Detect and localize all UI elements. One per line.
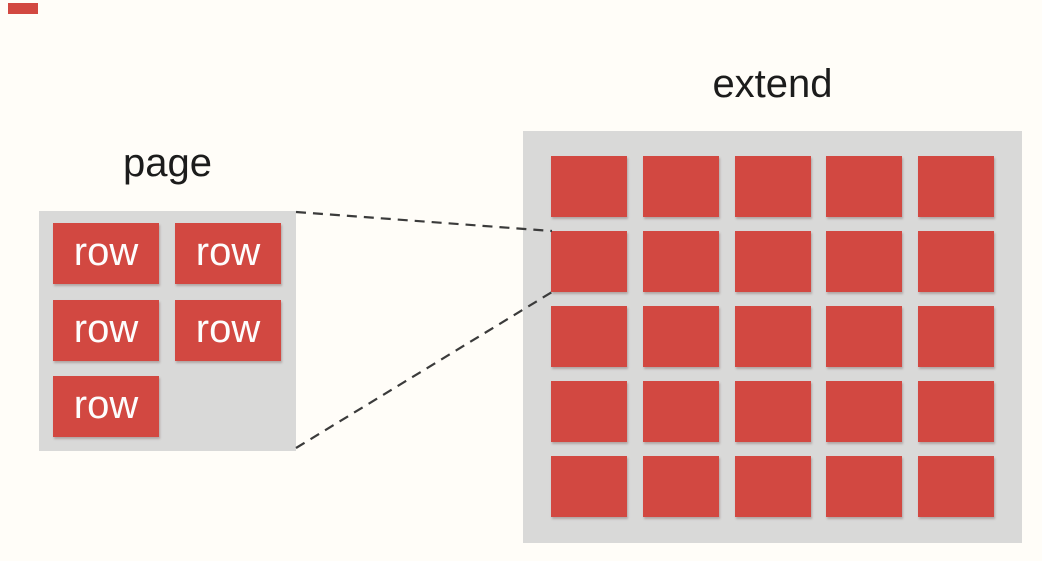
- extend-cell: [642, 306, 719, 367]
- extend-cell: [642, 381, 719, 442]
- page-row-box: row: [175, 300, 281, 361]
- page-panel: row row row row row: [39, 211, 296, 451]
- extend-cell: [826, 306, 903, 367]
- page-row-box: row: [175, 223, 281, 284]
- extend-cell: [734, 231, 811, 292]
- extend-cell: [551, 306, 627, 367]
- page-title: page: [123, 141, 212, 185]
- extend-cell: [918, 306, 994, 367]
- extend-panel: [523, 131, 1022, 543]
- extend-cell: [826, 231, 903, 292]
- extend-cell: [551, 231, 627, 292]
- extend-cell: [642, 456, 719, 517]
- extend-cell: [551, 456, 627, 517]
- extend-cell: [826, 381, 903, 442]
- extend-cell: [734, 156, 811, 217]
- stray-red-mark: [8, 3, 38, 14]
- extend-title: extend: [712, 62, 833, 106]
- extend-cell: [642, 156, 719, 217]
- extend-cell: [734, 381, 811, 442]
- extend-cell: [642, 231, 719, 292]
- extend-cell: [918, 156, 994, 217]
- extend-cell: [734, 306, 811, 367]
- connector-line-top: [295, 210, 553, 233]
- page-row-box: row: [53, 300, 159, 361]
- extend-cell: [551, 156, 627, 217]
- extend-cell: [826, 156, 903, 217]
- extend-cell: [918, 231, 994, 292]
- extend-cell: [918, 381, 994, 442]
- extend-cell: [551, 381, 627, 442]
- page-row-box: row: [53, 376, 159, 437]
- extend-cell: [826, 456, 903, 517]
- extend-cell: [734, 456, 811, 517]
- page-row-box: row: [53, 223, 159, 284]
- connector-line-bottom: [295, 291, 553, 449]
- extend-cell: [918, 456, 994, 517]
